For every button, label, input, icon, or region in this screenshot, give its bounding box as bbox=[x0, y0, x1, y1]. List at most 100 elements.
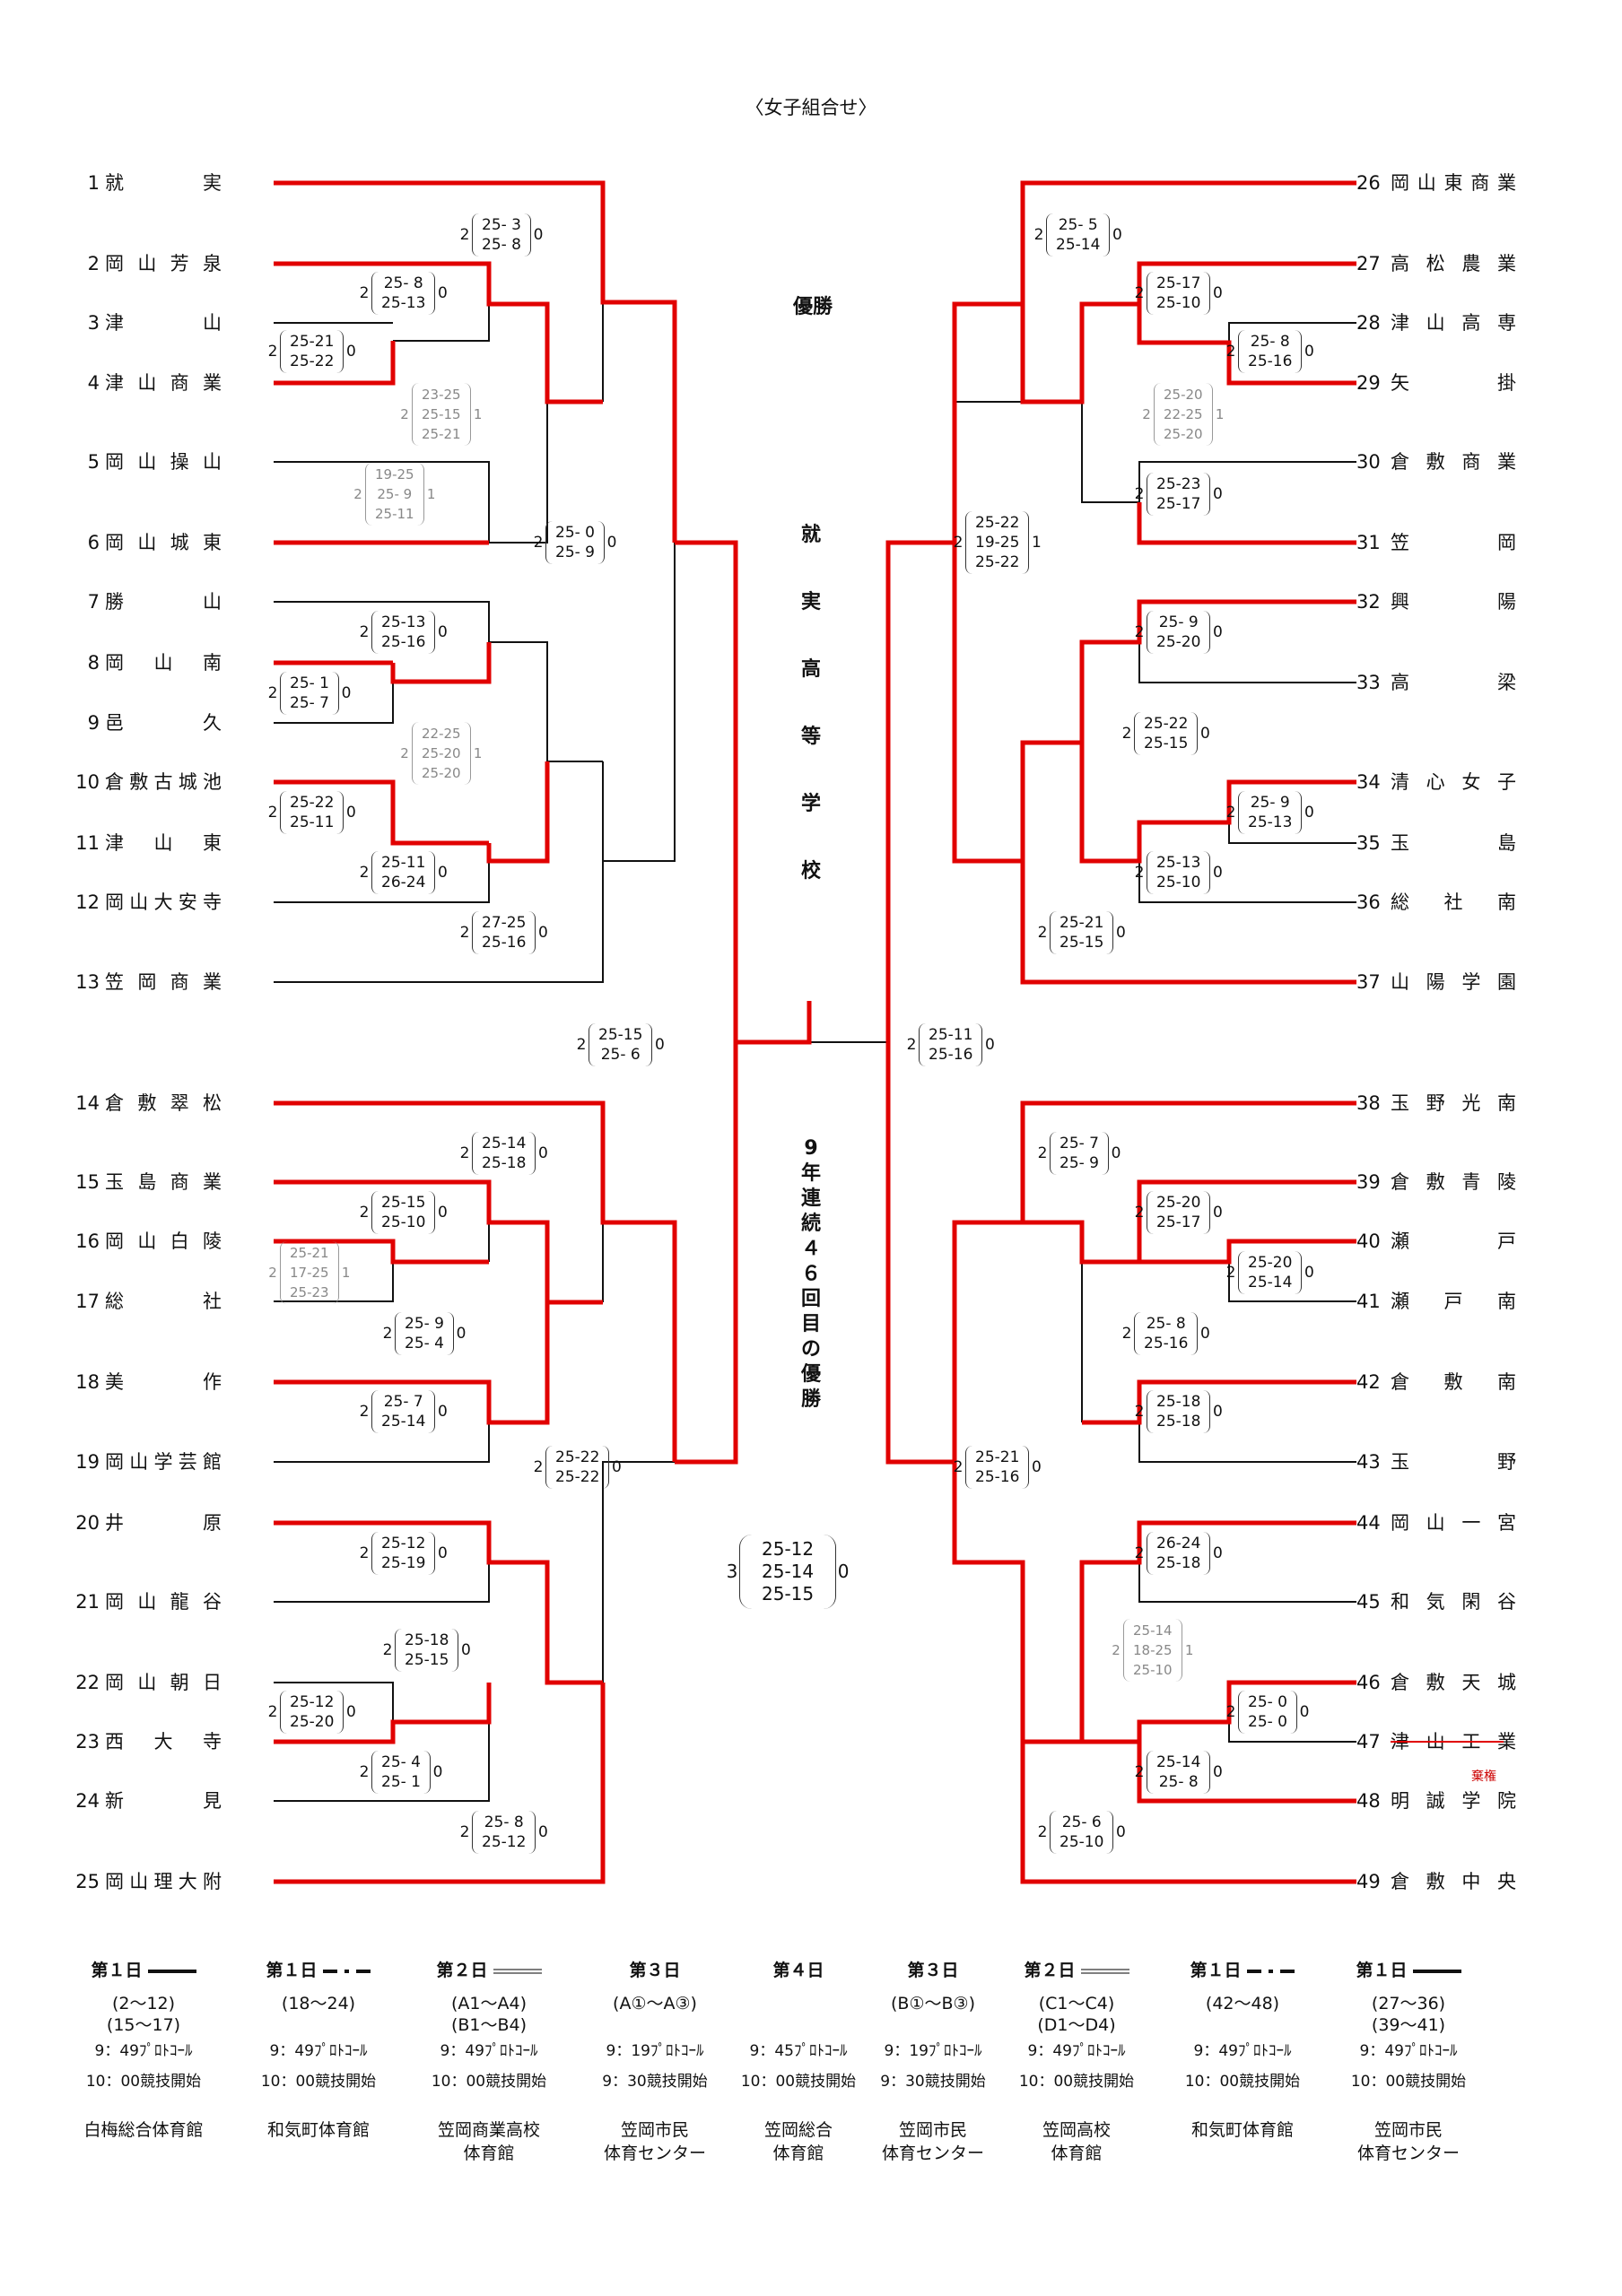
loser-sets: 0 bbox=[1212, 1763, 1223, 1781]
champion-name-char: 実 bbox=[800, 591, 821, 613]
set-score: 25-20 bbox=[1164, 387, 1203, 403]
champion-name-char: 学 bbox=[800, 793, 821, 815]
bracket-line bbox=[274, 779, 489, 846]
champion-note-char: 続 bbox=[800, 1213, 821, 1235]
champion-name-char: 就 bbox=[800, 524, 821, 546]
venue: 笠岡高校体育館 bbox=[991, 2118, 1162, 2165]
schedule-day: 第３日 bbox=[629, 1961, 681, 1980]
set-score: 26-24 bbox=[1156, 1535, 1201, 1552]
winner-sets: 2 bbox=[576, 1036, 587, 1054]
bracket-line bbox=[489, 641, 603, 762]
loser-sets: 0 bbox=[1031, 1458, 1042, 1476]
team-name: 岡山龍谷 bbox=[105, 1591, 222, 1613]
team-name: 西大寺 bbox=[105, 1731, 222, 1752]
set-score: 25- 8 bbox=[484, 1813, 524, 1831]
winner-sets: 2 bbox=[1225, 1264, 1236, 1282]
team-name: 岡山朝日 bbox=[105, 1672, 222, 1693]
set-score: 25-21 bbox=[290, 333, 335, 351]
schedule-day-row: 第１日 bbox=[1323, 1955, 1494, 1986]
set-score: 25- 6 bbox=[1061, 1813, 1102, 1831]
team-name: 矢 掛 bbox=[1391, 372, 1516, 394]
loser-sets: 0 bbox=[837, 1560, 850, 1582]
start-time: 10：00競技開始 bbox=[85, 2073, 202, 2091]
set-score: 25- 4 bbox=[381, 1753, 421, 1771]
forfeit-note: 棄権 bbox=[1471, 1770, 1496, 1784]
start-time: 9：30競技開始 bbox=[602, 2073, 708, 2091]
set-score: 25-14 bbox=[1133, 1622, 1173, 1639]
team-name: 倉敷中央 bbox=[1391, 1871, 1516, 1892]
schedule-day: 第２日 bbox=[436, 1961, 488, 1980]
set-score: 25- 7 bbox=[290, 694, 329, 712]
set-score: 25-21 bbox=[1060, 914, 1104, 932]
bracket-line bbox=[274, 1683, 492, 1744]
set-score: 25- 9 bbox=[1158, 613, 1199, 631]
bracket-line bbox=[274, 180, 677, 543]
champion-name-char: 校 bbox=[800, 860, 821, 883]
set-score: 25-15 bbox=[405, 1651, 449, 1669]
bracket-line bbox=[489, 402, 548, 544]
bracket-line bbox=[390, 642, 492, 684]
team-name: 岡山白陵 bbox=[105, 1231, 222, 1252]
team-number: 18 bbox=[75, 1371, 100, 1393]
set-score: 18-25 bbox=[1133, 1642, 1173, 1658]
match-range: (27～36) bbox=[1371, 1994, 1446, 2013]
set-score: 25- 3 bbox=[482, 216, 521, 234]
set-score: 25-12 bbox=[290, 1693, 335, 1711]
team-number: 35 bbox=[1356, 832, 1381, 854]
winner-sets: 3 bbox=[726, 1560, 738, 1582]
set-score: 22-25 bbox=[422, 726, 461, 742]
bracket-line bbox=[1020, 261, 1356, 404]
team-name: 山陽学園 bbox=[1391, 971, 1516, 993]
team-name: 玉 島 bbox=[1391, 832, 1516, 854]
schedule-day-row: 第１日 bbox=[233, 1955, 404, 1986]
set-score: 25-20 bbox=[1248, 1254, 1293, 1272]
team-number: 12 bbox=[75, 891, 100, 913]
set-score: 25-14 bbox=[1248, 1274, 1293, 1292]
winner-sets: 2 bbox=[268, 1265, 277, 1281]
team-number: 3 bbox=[87, 312, 100, 334]
team-number: 33 bbox=[1356, 672, 1381, 693]
team-name: 津 山 bbox=[105, 312, 222, 334]
set-score: 25-22 bbox=[290, 352, 335, 370]
dash-dot-line-icon bbox=[322, 1969, 371, 1973]
team-name: 倉敷南 bbox=[1391, 1371, 1516, 1393]
loser-sets: 0 bbox=[432, 1763, 443, 1781]
team-name: 笠岡商業 bbox=[105, 971, 222, 993]
set-score: 25-15 bbox=[1144, 735, 1189, 752]
team-number: 32 bbox=[1356, 591, 1381, 613]
venue-name: 笠岡市民 bbox=[898, 2120, 967, 2140]
set-score: 25-22 bbox=[975, 514, 1020, 532]
team-number: 15 bbox=[75, 1171, 100, 1193]
winner-sets: 2 bbox=[1121, 1325, 1132, 1343]
start-time: 10：00競技開始 bbox=[1018, 2073, 1135, 2091]
loser-sets: 1 bbox=[473, 745, 483, 761]
